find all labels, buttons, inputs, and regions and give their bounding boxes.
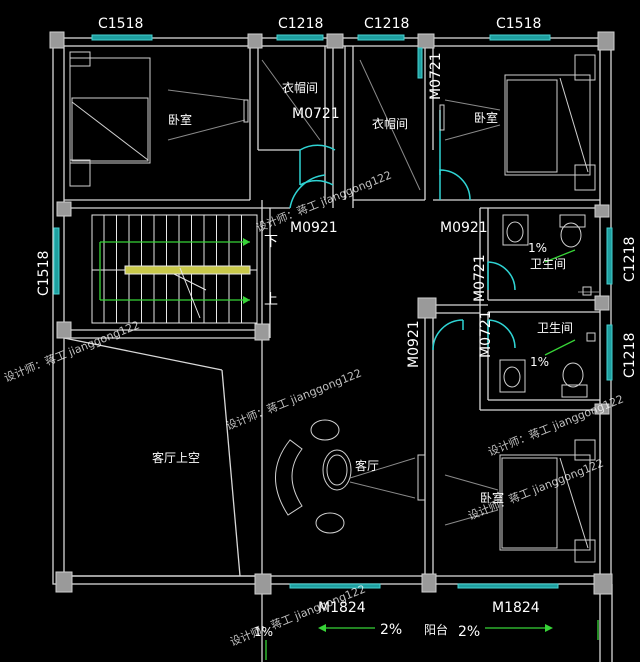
window-label-c1218-e1: C1218 (622, 237, 638, 282)
door-label-bath-upper: M0721 (472, 254, 488, 302)
room-label-bath-upper: 卫生间 (530, 257, 566, 271)
room-label-bedroom-se: 卧室 (480, 490, 504, 505)
window-label-c1218-n1: C1218 (278, 16, 323, 32)
slope-arrows (265, 620, 599, 660)
window-label-c1518-nw: C1518 (98, 16, 143, 32)
watermark-2: 设计师：蒋工 jianggong122 (2, 318, 141, 384)
door-label-balcony-right: M1824 (492, 600, 540, 616)
columns (49, 31, 615, 595)
stair-labels: 下 上 (264, 234, 278, 308)
room-label-void: 客厅上空 (152, 450, 200, 465)
bath-fixtures (499, 214, 600, 398)
interior-walls (63, 46, 613, 662)
room-label-living: 客厅 (355, 458, 379, 473)
window-labels: C1518 C1218 C1218 C1518 C1518 C1218 C121… (36, 16, 638, 378)
door-label-hall-right: M0921 (440, 220, 488, 236)
room-label-closet-right: 衣帽间 (372, 116, 408, 131)
window-label-c1518-ne: C1518 (496, 16, 541, 32)
slope-label-balcony-left: 2% (380, 622, 402, 638)
bed-se (444, 439, 596, 563)
watermark-4: 设计师：蒋工 jianggong122 (466, 456, 605, 522)
room-label-bath-lower: 卫生间 (537, 321, 573, 335)
room-label-balcony: 阳台 (424, 622, 448, 637)
window-label-c1518-w: C1518 (36, 251, 52, 296)
slope-label-bath-lower: 1% (530, 355, 549, 369)
bed-nw (69, 51, 249, 187)
door-label-balcony-left: M1824 (318, 600, 366, 616)
door-label-living-right: M0921 (406, 320, 422, 368)
watermark-6: 设计师：蒋工 jianggong122 (486, 392, 625, 458)
door-label-hall-left: M0921 (290, 220, 338, 236)
living-furniture (275, 419, 426, 534)
slope-labels: 1% 1% 2% 2% 1% (254, 241, 549, 640)
door-label-closet-right: M0721 (428, 52, 444, 100)
watermark-3: 设计师：蒋工 jianggong122 (224, 366, 363, 432)
room-label-bedroom-nw: 卧室 (168, 112, 192, 127)
door-labels: M0721 M0721 M0921 M0921 M0721 M0721 M092… (290, 52, 540, 616)
bed-ne (439, 54, 596, 191)
slope-label-balcony-right: 2% (458, 624, 480, 640)
stair-up-label: 上 (264, 292, 278, 308)
room-label-bedroom-ne: 卧室 (474, 110, 498, 125)
window-label-c1218-n2: C1218 (364, 16, 409, 32)
door-label-bath-lower: M0721 (478, 310, 494, 358)
room-labels: 卧室 衣帽间 衣帽间 卧室 卫生间 卫生间 客厅上空 客厅 卧室 阳台 (152, 80, 573, 637)
closet-marks (261, 59, 421, 191)
slope-label-bath-upper: 1% (528, 241, 547, 255)
windows (53, 34, 613, 589)
room-label-closet-left: 衣帽间 (282, 80, 318, 95)
door-label-closet-left: M0721 (292, 106, 340, 122)
doors (289, 110, 516, 351)
slope-label-corner: 1% (254, 625, 273, 639)
staircase (91, 214, 258, 324)
stair-down-label: 下 (264, 234, 278, 250)
window-label-c1218-e2: C1218 (622, 333, 638, 378)
